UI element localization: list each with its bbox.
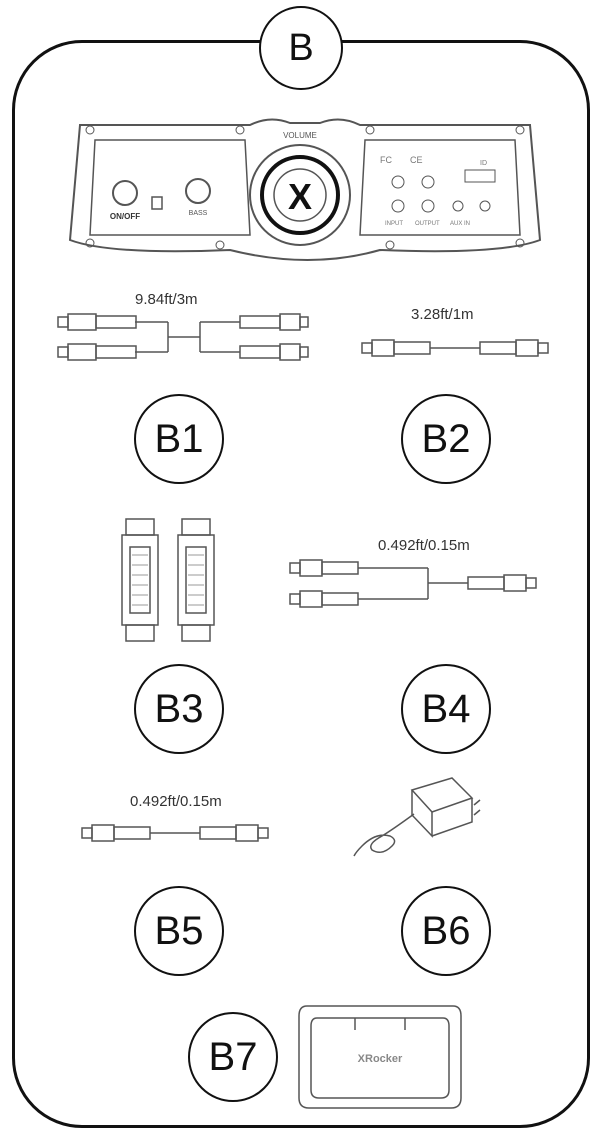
b1-cable-drawing: [57, 313, 309, 361]
input-label: INPUT: [385, 221, 403, 227]
b1-cable-length: 9.84ft/3m: [135, 291, 198, 308]
b7-device-logo: XRocker: [358, 1053, 403, 1065]
item-label-b6: B6: [401, 886, 491, 976]
item-label-b5: B5: [134, 886, 224, 976]
fc-mark: FC: [380, 155, 392, 165]
item-label-b3: B3: [134, 664, 224, 754]
power-button-icon: [112, 180, 138, 206]
b4-cable-length: 0.492ft/0.15m: [378, 537, 470, 554]
section-label-b: B: [259, 6, 343, 90]
item-label-b4: B4: [401, 664, 491, 754]
item-label-b2: B2: [401, 394, 491, 484]
control-panel-drawing: X VOLUME ON/OFF BASS FC CE ID INPUT OUTP…: [68, 118, 542, 261]
b5-cable-length: 0.492ft/0.15m: [130, 793, 222, 810]
item-label-b1: B1: [134, 394, 224, 484]
b7-device-drawing: XRocker: [298, 1005, 462, 1109]
id-label: ID: [480, 160, 487, 167]
b4-cable-drawing: [289, 559, 537, 608]
b5-cable-drawing: [81, 824, 269, 842]
bass-knob-icon: [185, 178, 211, 204]
x-logo: X: [288, 176, 312, 217]
b3-coupler-drawing: [121, 518, 215, 642]
bass-label: BASS: [189, 210, 208, 217]
b6-power-adapter-drawing: [353, 777, 481, 857]
output-label: OUTPUT: [415, 221, 440, 227]
item-label-b7: B7: [188, 1012, 278, 1102]
volume-label: VOLUME: [283, 131, 317, 140]
b2-cable-drawing: [361, 339, 549, 357]
power-label: ON/OFF: [110, 212, 140, 221]
aux-label: AUX IN: [450, 221, 470, 227]
b2-cable-length: 3.28ft/1m: [411, 306, 474, 323]
ce-mark: CE: [410, 155, 423, 165]
